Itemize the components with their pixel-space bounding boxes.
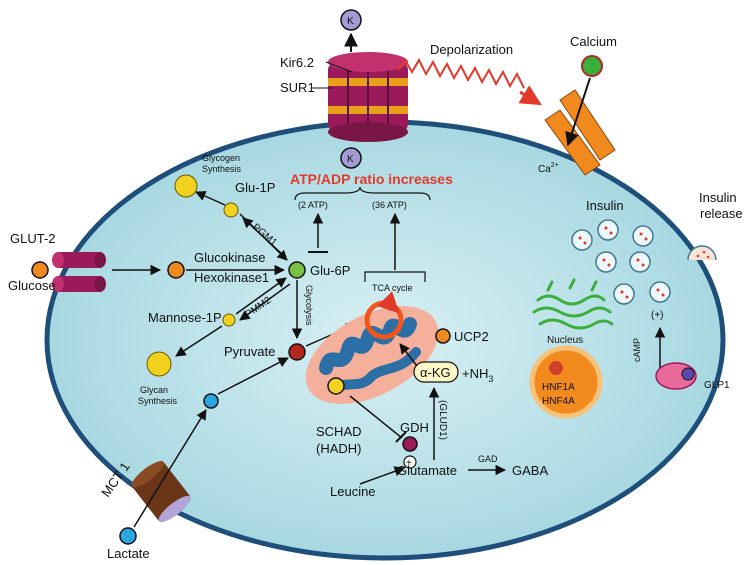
atp36-label: (36 ATP) (372, 200, 407, 210)
glucose-inside (167, 261, 185, 279)
ca-label: Ca2+ (538, 162, 559, 175)
k-ion-bottom (340, 147, 362, 169)
k-bottom-label: K (347, 154, 354, 165)
glycan-label-1: Glycan (140, 385, 168, 395)
insulin-release-label-2: release (700, 206, 743, 221)
glutamate-label: Glutamate (397, 463, 457, 478)
glu1p-node (223, 202, 239, 218)
glp1-label: GLP1 (704, 380, 730, 391)
hexokinase-label: Hexokinase1 (194, 270, 269, 285)
leucine-label: Leucine (330, 484, 376, 499)
insulin-label: Insulin (586, 198, 624, 213)
mct1-transporter (131, 461, 191, 523)
glu6p-label: Glu-6P (310, 263, 350, 278)
gdh-label: GDH (400, 420, 429, 435)
hnf4a-label: HNF4A (542, 396, 575, 407)
calcium-ion (581, 55, 603, 77)
glud1-label: (GLUD1) (437, 400, 448, 440)
insulin-release-label-1: Insulin (699, 190, 737, 205)
glycogen-node (174, 174, 198, 198)
plus-node (403, 455, 417, 469)
gdh-node (402, 436, 418, 452)
calcium-label: Calcium (570, 34, 617, 49)
glu1p-label: Glu-1P (235, 180, 275, 195)
sur1-label: SUR1 (280, 80, 315, 95)
nucleus-label: Nucleus (547, 335, 583, 346)
glucose-label: Glucose (8, 278, 56, 293)
lactate-inside (203, 393, 219, 409)
glu6p-node (288, 261, 306, 279)
depolarization-label: Depolarization (430, 42, 513, 57)
mannose-node (222, 313, 236, 327)
glycan-node (146, 351, 172, 377)
ucp2-node (435, 328, 451, 344)
k-ion-top (340, 9, 362, 31)
atp-adp-label: ATP/ADP ratio increases (290, 171, 453, 187)
kir62-label: Kir6.2 (280, 55, 314, 70)
nucleus (529, 345, 603, 419)
tca-label: TCA cycle (372, 283, 413, 293)
pyruvate-label: Pyruvate (224, 344, 275, 359)
schad-label-2: (HADH) (316, 441, 362, 456)
gad-label: GAD (478, 454, 498, 464)
insulin-granules (571, 219, 671, 305)
lactate-label: Lactate (107, 546, 150, 561)
insulin-dots (578, 226, 665, 299)
glycogen-label-2: Synthesis (202, 164, 242, 174)
glucose-outside (31, 261, 49, 279)
depolarization-wave (397, 57, 525, 89)
glycogen-label-1: Glycogen (202, 153, 240, 163)
akg-box (413, 361, 459, 383)
mannose-label: Mannose-1P (148, 310, 222, 325)
glycan-label-2: Synthesis (138, 396, 178, 406)
lactate-outside (119, 527, 137, 545)
glut2-label: GLUT-2 (10, 231, 56, 246)
glp1-ligand (681, 367, 695, 381)
plus-label: + (406, 458, 412, 469)
gaba-label: GABA (512, 463, 548, 478)
katp-channel (328, 52, 408, 142)
schad-node (327, 377, 345, 395)
pyruvate-node (288, 343, 306, 361)
camp-label: cAMP (632, 338, 642, 362)
glucokinase-label: Glucokinase (194, 250, 266, 265)
k-top-label: K (347, 16, 354, 27)
ucp2-label: UCP2 (454, 329, 489, 344)
glycolysis-label: Glycolysis (304, 285, 314, 326)
akg-label: α-KG (420, 365, 451, 380)
hnf1a-label: HNF1A (542, 382, 575, 393)
endoplasmic-reticulum (532, 278, 614, 330)
glut2-transporter (52, 252, 106, 292)
schad-label-1: SCHAD (316, 424, 362, 439)
nh3-label: +NH3 (462, 366, 493, 384)
nucleolus (549, 361, 563, 375)
plus-paren-label: (+) (651, 310, 664, 321)
atp2-label: (2 ATP) (298, 200, 328, 210)
